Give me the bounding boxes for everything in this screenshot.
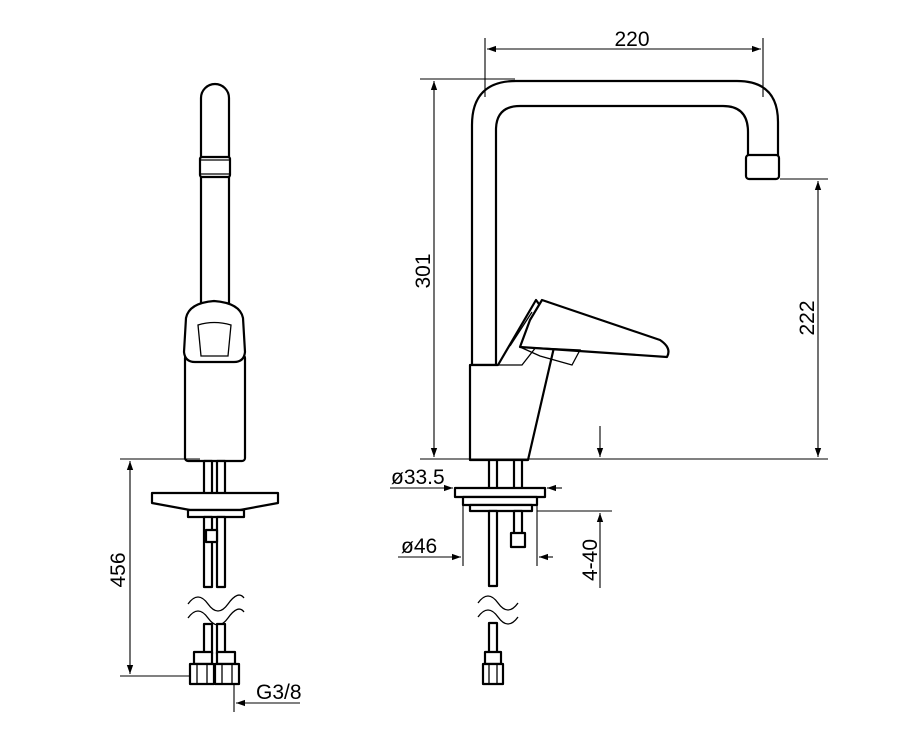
outlet-height-label: 222 (796, 300, 819, 335)
front-view (150, 82, 280, 686)
front-fixing-nut (186, 508, 246, 519)
side-break-line-top (477, 595, 519, 611)
side-base-flange (453, 486, 547, 499)
counter-thickness-label: 4-40 (579, 539, 602, 581)
front-connector-nut-left (188, 662, 216, 686)
front-hose-right-lower (215, 622, 227, 656)
front-connector-collar-left (192, 650, 214, 666)
side-view-dimensions: 220 301 222 ø33.5 ø46 4-40 (390, 28, 828, 588)
front-view-dimensions: 456 G3/8 (107, 458, 302, 712)
front-break-line-bottom (187, 608, 245, 626)
side-rod-nut (509, 531, 527, 549)
side-spout (470, 79, 780, 367)
front-shank-right (215, 459, 227, 499)
side-aerator (744, 153, 781, 181)
side-hose-left (487, 509, 499, 588)
front-hose-right (215, 515, 227, 589)
side-connector-nut (481, 662, 505, 686)
front-aerator-band (198, 155, 232, 179)
side-view (453, 79, 781, 686)
front-connector-nut-right (213, 662, 241, 686)
front-break-line-top (187, 594, 245, 612)
side-hose-lower (487, 621, 499, 655)
thread-label: G3/8 (256, 681, 302, 704)
base-diameter-label: ø33.5 (391, 466, 445, 489)
side-fixing-nut (468, 503, 534, 513)
front-hose-left (202, 515, 214, 589)
front-crimp (204, 528, 219, 544)
spout-reach-label: 220 (614, 28, 649, 51)
front-hose-left-lower (202, 622, 214, 656)
front-connector-collar-right (215, 650, 237, 666)
front-counter-plate (150, 491, 280, 512)
side-break-line-bottom (477, 609, 519, 625)
side-lever (518, 298, 670, 359)
hose-length-label: 456 (107, 552, 130, 587)
front-body (183, 353, 247, 463)
front-shank-left (202, 459, 214, 499)
rosette-diameter-label: ø46 (401, 535, 437, 558)
side-rosette (461, 495, 539, 507)
total-height-label: 301 (412, 253, 435, 288)
side-connector-collar (483, 650, 503, 666)
front-lever-handle (182, 299, 247, 364)
